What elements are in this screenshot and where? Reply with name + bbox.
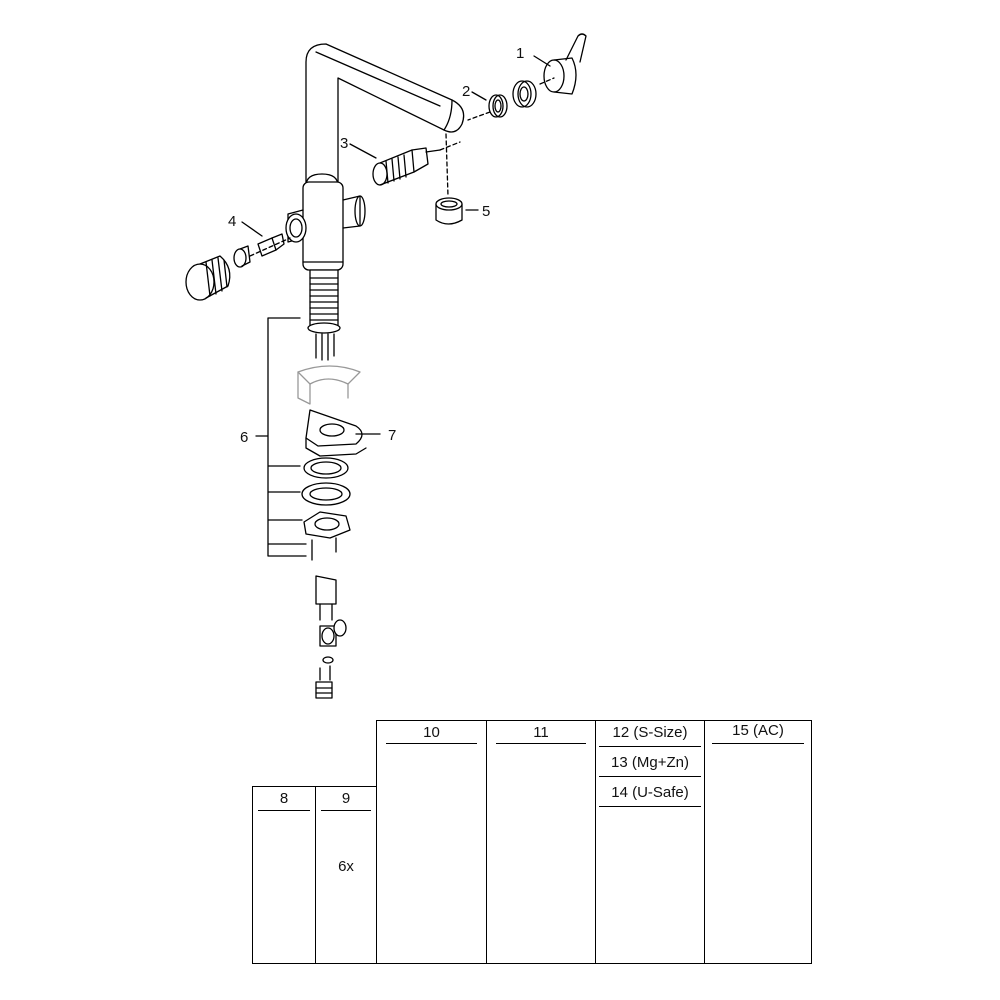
- accessory-panel-12-14: [595, 720, 705, 964]
- accessory-panel-10: [376, 720, 487, 964]
- accessory-panel-11: [486, 720, 596, 964]
- accessory-panel-9: [315, 786, 377, 964]
- callout-leaders: [241, 55, 551, 435]
- callout-4: 4: [228, 213, 236, 230]
- label-rule-12: [599, 746, 701, 747]
- callout-2: 2: [462, 83, 470, 100]
- label-rule-8: [258, 810, 310, 811]
- seal-ring-parts: [467, 77, 555, 121]
- label-rule-13: [599, 776, 701, 777]
- callout-5: 5: [482, 203, 490, 220]
- accessory-label-11: 11: [533, 724, 549, 741]
- accessory-label-13: 13 (Mg+Zn): [611, 754, 689, 771]
- accessory-label-8: 8: [279, 790, 289, 807]
- aerator-part: [435, 133, 463, 225]
- accessory-label-9: 9: [341, 790, 351, 807]
- mounting-set: [255, 317, 367, 699]
- callout-7: 7: [388, 427, 396, 444]
- faucet-body: [285, 173, 366, 271]
- label-rule-9: [321, 810, 371, 811]
- lever-handle-part: [543, 33, 587, 95]
- faucet-spout: [305, 43, 465, 187]
- label-rule-11: [496, 743, 586, 744]
- accessory-panel-8: [252, 786, 316, 964]
- callout-6: 6: [240, 429, 248, 446]
- side-knob-part: [185, 233, 291, 301]
- label-rule-14: [599, 806, 701, 807]
- threaded-shank: [307, 269, 341, 361]
- accessory-panel-15: [704, 720, 812, 964]
- accessory-label-12: 12 (S-Size): [612, 724, 688, 741]
- accessory-label-10: 10: [423, 724, 440, 741]
- accessory-label-15: 15 (AC): [732, 722, 784, 739]
- cartridge-part: [372, 141, 461, 186]
- accessory-label-14: 14 (U-Safe): [611, 784, 689, 801]
- label-rule-15: [712, 743, 804, 744]
- callout-1: 1: [516, 45, 524, 62]
- callout-3: 3: [340, 135, 348, 152]
- accessory-quantity-9: 6x: [338, 858, 354, 875]
- label-rule-10: [386, 743, 477, 744]
